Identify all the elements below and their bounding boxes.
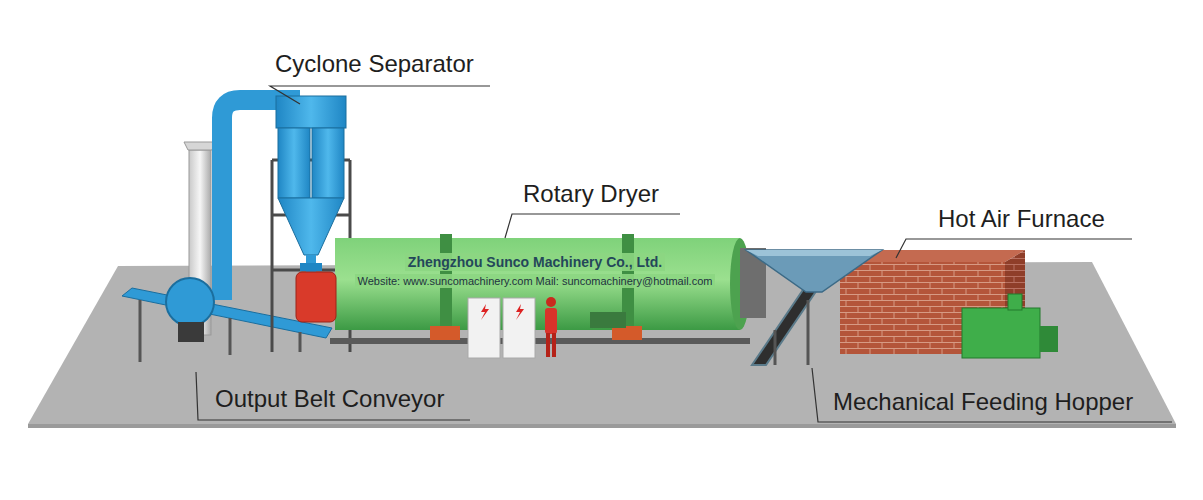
drive-motor	[590, 312, 626, 328]
base-frame	[330, 338, 750, 344]
hopper-rim	[746, 250, 882, 256]
floor-edge	[28, 424, 1176, 428]
support-roller	[612, 326, 642, 340]
part-label: Hot Air Furnace	[938, 205, 1105, 233]
control-cabinet	[503, 298, 535, 358]
hazard-symbol	[481, 304, 489, 320]
cyclone-cone	[278, 198, 344, 255]
chimney-cap	[184, 142, 216, 150]
operator-body	[545, 308, 557, 334]
part-label: Output Belt Conveyor	[215, 385, 444, 413]
conveyor-leg	[807, 300, 810, 365]
part-label: Cyclone Separator	[275, 50, 474, 78]
hazard-symbol	[516, 304, 524, 320]
support-roller	[430, 326, 460, 340]
leader-line	[505, 214, 680, 238]
air-lock	[300, 263, 322, 271]
control-cabinet	[468, 298, 500, 358]
conveyor-leg	[229, 318, 232, 355]
conveyor-leg	[774, 330, 777, 365]
crusher	[962, 308, 1040, 358]
rotary-drum	[335, 238, 740, 330]
leader-line	[896, 239, 1132, 258]
operator-head	[546, 297, 556, 307]
frame-post	[271, 160, 274, 352]
conveyor-leg	[139, 300, 142, 362]
draft-fan	[166, 278, 214, 326]
watermark: Website: www.suncomachinery.com Mail: su…	[355, 274, 716, 288]
floor-slab	[28, 262, 1176, 424]
operator-leg	[552, 333, 556, 357]
operator-leg	[546, 333, 550, 357]
leader-line	[270, 86, 490, 104]
feeding-hopper	[746, 250, 882, 292]
part-label: Rotary Dryer	[523, 180, 659, 208]
leader-lines	[196, 86, 1172, 422]
fan-motor	[178, 322, 204, 342]
operator-figure	[545, 297, 557, 357]
cyclone-inlet	[276, 96, 346, 128]
leader-line	[812, 368, 1172, 422]
watermark: Zhengzhou Sunco Machinery Co., Ltd.	[405, 253, 665, 271]
cyclone-body	[278, 128, 310, 198]
crusher-inlet	[1008, 294, 1022, 310]
cyclone-body	[312, 128, 344, 198]
leader-line	[196, 372, 470, 420]
crusher-motor	[1040, 326, 1058, 352]
discharge-hood	[296, 272, 336, 322]
conveyor-leg	[299, 332, 302, 352]
part-label: Mechanical Feeding Hopper	[833, 388, 1133, 416]
